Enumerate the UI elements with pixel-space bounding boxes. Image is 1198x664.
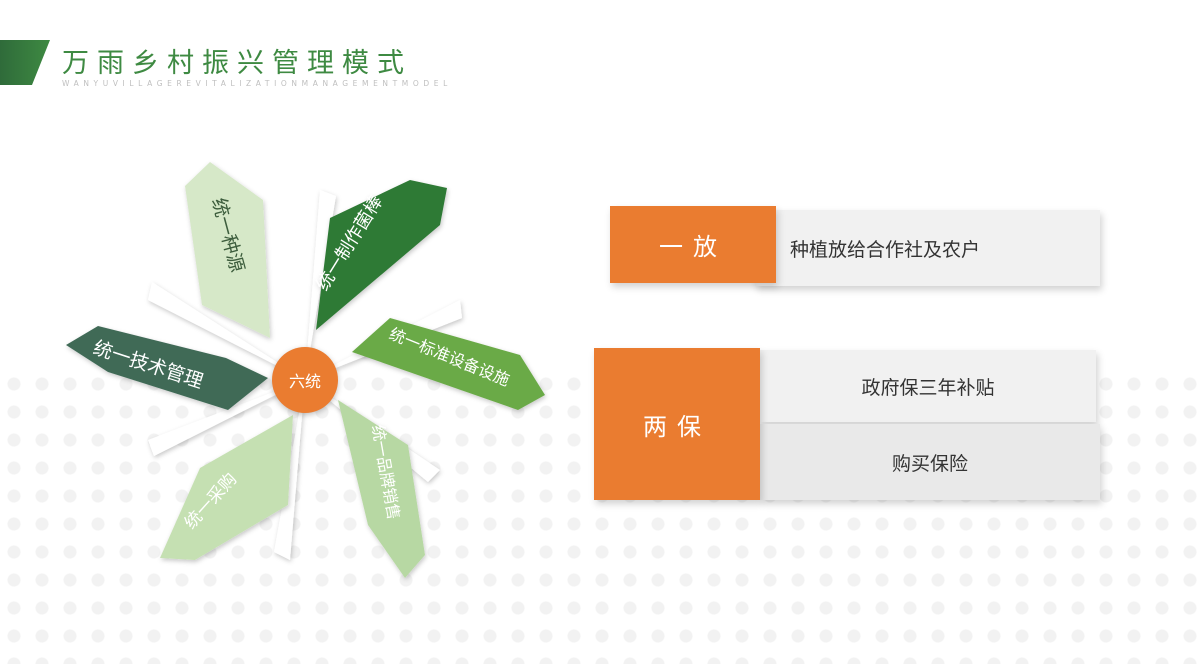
liangbao-item-2-box: 购买保险: [760, 424, 1100, 500]
blade-white-6: [148, 380, 305, 456]
page-title: 万雨乡村振兴管理模式: [62, 48, 412, 79]
liangbao-tag: 两保: [594, 348, 760, 500]
petal-unified-equipment: 统一标准设备设施: [352, 318, 545, 410]
petal-unified-source: 统一种源: [185, 162, 270, 338]
liangbao-item-subsidy: 政府保三年补贴: [861, 376, 995, 399]
yifang-description-box: 种植放给合作社及农户: [755, 210, 1100, 286]
title-accent-bar: [0, 40, 50, 85]
center-six-unified-badge: 六统: [272, 347, 338, 413]
blade-white-1: [148, 282, 305, 380]
yifang-description: 种植放给合作社及农户: [790, 238, 981, 261]
page-subtitle: WANYUVILLAGEREVITALIZATIONMANAGEMENTMODE…: [62, 79, 452, 88]
liangbao-item-insurance: 购买保险: [891, 452, 968, 475]
yifang-tag: 一放: [610, 206, 776, 283]
liangbao-item-1-box: 政府保三年补贴: [760, 350, 1096, 422]
liangbao-tag-label: 两保: [643, 412, 711, 441]
petal-unified-sales: 统一品牌销售: [338, 400, 425, 578]
yifang-tag-label: 一放: [659, 233, 727, 261]
